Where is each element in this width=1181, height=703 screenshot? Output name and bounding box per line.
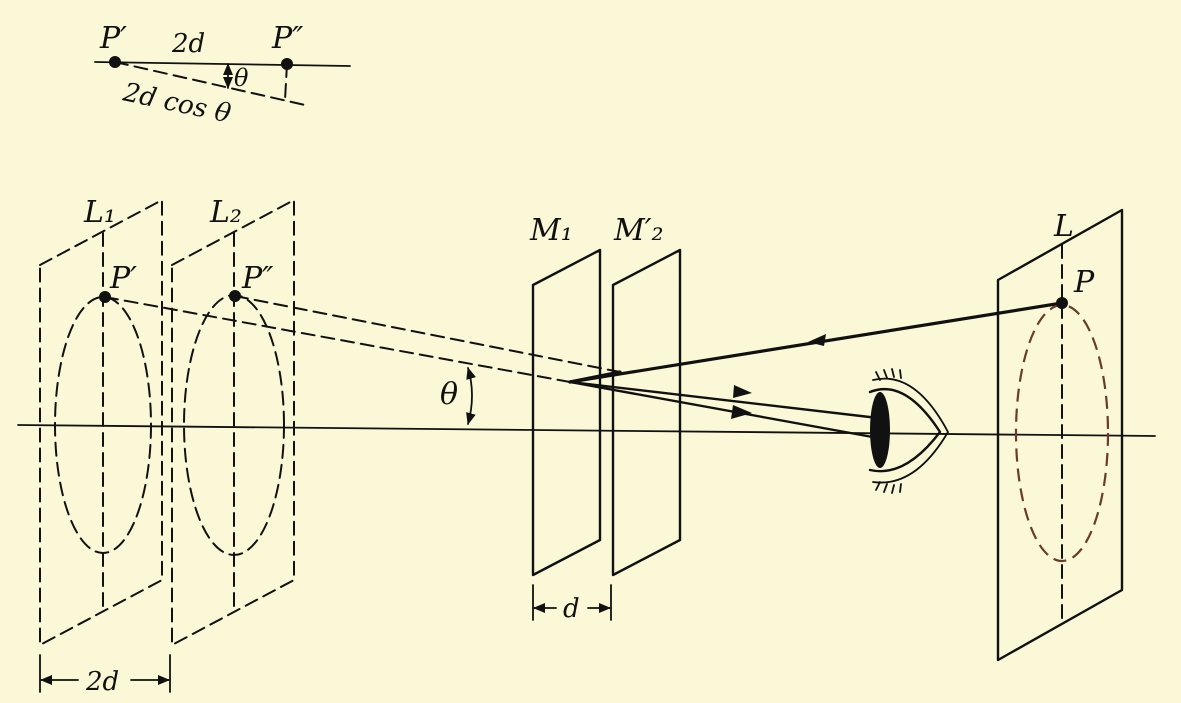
- mirror-m2-prime: M′₂: [611, 213, 682, 577]
- mirror-m2-prime-outline: [611, 248, 682, 577]
- label-l2: L₂: [209, 195, 242, 230]
- label-m1: M₁: [529, 213, 573, 248]
- plane-l1-outline: [39, 199, 163, 646]
- inset-label-theta: θ: [234, 64, 249, 92]
- inset-label-2d: 2d: [171, 29, 205, 59]
- label-l1: L₁: [83, 195, 116, 230]
- eye-lens: [870, 392, 890, 468]
- reflected-ray-2-arrowhead: [731, 405, 752, 419]
- inset-tilted-line: [114, 61, 306, 106]
- dimension-d: d: [532, 584, 612, 624]
- virtual-ray-from-p-prime: [104, 296, 571, 383]
- incident-ray-arrowhead: [808, 334, 826, 346]
- label-d: d: [563, 594, 580, 624]
- inset-point-p-double: [281, 58, 293, 70]
- label-2d: 2d: [85, 667, 119, 697]
- plane-l2: L₂ P″: [171, 195, 295, 646]
- virtual-ray-from-p-double: [234, 295, 621, 373]
- dimension-2d: 2d: [39, 654, 171, 697]
- mirror-m1-outline: [531, 248, 602, 577]
- angle-theta-arc: [466, 367, 476, 425]
- label-theta: θ: [440, 377, 458, 412]
- reflected-ray-upper-junction: [568, 370, 622, 384]
- eye-outer-lid: [872, 377, 949, 484]
- inset-horizontal-line: [94, 61, 351, 67]
- eye-lashes-bottom: [875, 481, 902, 494]
- inset-label-p-prime: P′: [99, 21, 127, 56]
- label-p-prime: P′: [109, 261, 137, 296]
- plane-l: L P: [996, 208, 1124, 662]
- reflected-ray-2: [568, 380, 880, 440]
- label-l: L: [1053, 209, 1074, 244]
- plane-l2-outline: [171, 199, 295, 646]
- reflected-ray-1-arrowhead: [733, 385, 752, 398]
- plane-l1-ellipse: [54, 296, 152, 554]
- point-p: [1056, 297, 1068, 309]
- plane-l-outline: [996, 208, 1124, 662]
- inset-label-p-double: P″: [271, 21, 304, 56]
- eye-icon: [868, 368, 949, 494]
- eye-lashes-top: [875, 368, 902, 381]
- mirror-m1: M₁: [529, 213, 602, 577]
- label-p: P: [1073, 265, 1095, 300]
- inset-geometry: P′ 2d P″ 2d cos θ θ: [94, 21, 351, 130]
- inset-perpendicular: [284, 63, 288, 101]
- eye-upper-lid: [868, 387, 942, 473]
- inset-point-p-prime: [109, 56, 121, 68]
- reflected-ray-1: [568, 380, 880, 420]
- label-m2-prime: M′₂: [613, 213, 664, 248]
- optical-axis: [17, 424, 1156, 437]
- plane-l1: L₁ P′: [39, 195, 163, 646]
- label-p-double: P″: [241, 261, 274, 296]
- angle-theta: θ: [440, 367, 476, 425]
